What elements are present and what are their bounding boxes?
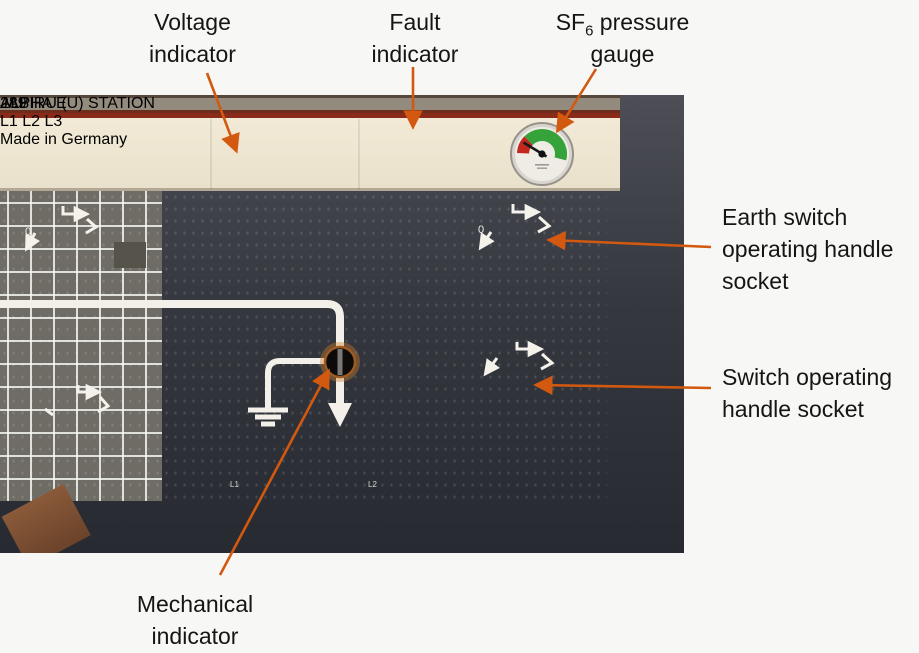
phase-mark-l1: L1 [230, 480, 239, 489]
label-switch-socket: Switch operating handle socket [722, 361, 919, 425]
label-line: Voltage [154, 9, 231, 35]
label-line: socket [722, 268, 789, 294]
mimic-arrowhead [328, 403, 352, 427]
open-position-mark: 0 [478, 224, 484, 236]
open-position-mark: 0 [25, 226, 31, 238]
label-sf6-pressure-gauge: SF6 pressure gauge [515, 6, 730, 70]
label-line: Fault [389, 9, 441, 35]
label-fault-indicator: Fault indicator [330, 6, 500, 70]
label-line: indicator [371, 41, 459, 67]
label-earth-switch-socket: Earth switch operating handle socket [722, 201, 919, 297]
label-line: Mechanical [136, 591, 254, 617]
fascia-seam [358, 119, 360, 189]
panel-face [0, 191, 607, 503]
switchgear-panel-photo: 0 0 L1 L2 ALPHA E L1 L2 L3 Made in Germa… [0, 95, 684, 553]
origin-text: Made in Germany [0, 131, 128, 148]
fault-indicator-device: ALPHA E L1 L2 L3 Made in Germany [0, 95, 127, 149]
label-mechanical-indicator: Mechanical indicator [95, 588, 295, 652]
leader-mechanical-indicator [218, 368, 330, 576]
mimic-bus-line [0, 300, 344, 404]
operation-arrows [25, 203, 555, 417]
panel-hole [114, 242, 146, 268]
scorch-ring [320, 342, 360, 382]
label-voltage-indicator: Voltage indicator [95, 6, 290, 70]
arrow-sf6-gauge [555, 68, 598, 134]
gauge-text-line [535, 164, 549, 166]
label-line: operating handle [722, 236, 894, 262]
fault-phase-window: L1 L2 L3 [0, 113, 63, 130]
label-line: indicator [151, 623, 239, 649]
top-rail [0, 95, 620, 118]
fault-indicator-model: ALPHA E [0, 95, 67, 112]
label-line: indicator [149, 41, 236, 67]
phase-mark-l2: L2 [368, 480, 377, 489]
label-line: gauge [590, 41, 655, 67]
fascia-seam [210, 119, 212, 189]
sf6-pressure-gauge [510, 122, 574, 186]
station-nameplate: JABIRU (U) STATION [0, 95, 155, 112]
gauge-red-zone [517, 136, 534, 155]
leader-switch-socket [533, 375, 712, 396]
label-line: Switch operating [722, 364, 893, 390]
arrow-voltage-indicator [205, 72, 240, 154]
gauge-green-zone [524, 129, 567, 161]
operations-counter: 289 [0, 95, 27, 112]
label-line: Earth switch [722, 204, 848, 230]
leader-earth-switch-socket [546, 230, 712, 251]
earth-symbol [248, 407, 288, 427]
label-line: SF6 pressure [555, 9, 690, 40]
label-line: handle socket [722, 396, 864, 422]
mimic-diagram: 0 0 L1 L2 [0, 203, 555, 489]
mechanical-indicator-window [323, 345, 357, 379]
gauge-text-line [537, 167, 547, 169]
mimic-earth-branch [265, 358, 330, 408]
gauge-hub [538, 150, 546, 158]
